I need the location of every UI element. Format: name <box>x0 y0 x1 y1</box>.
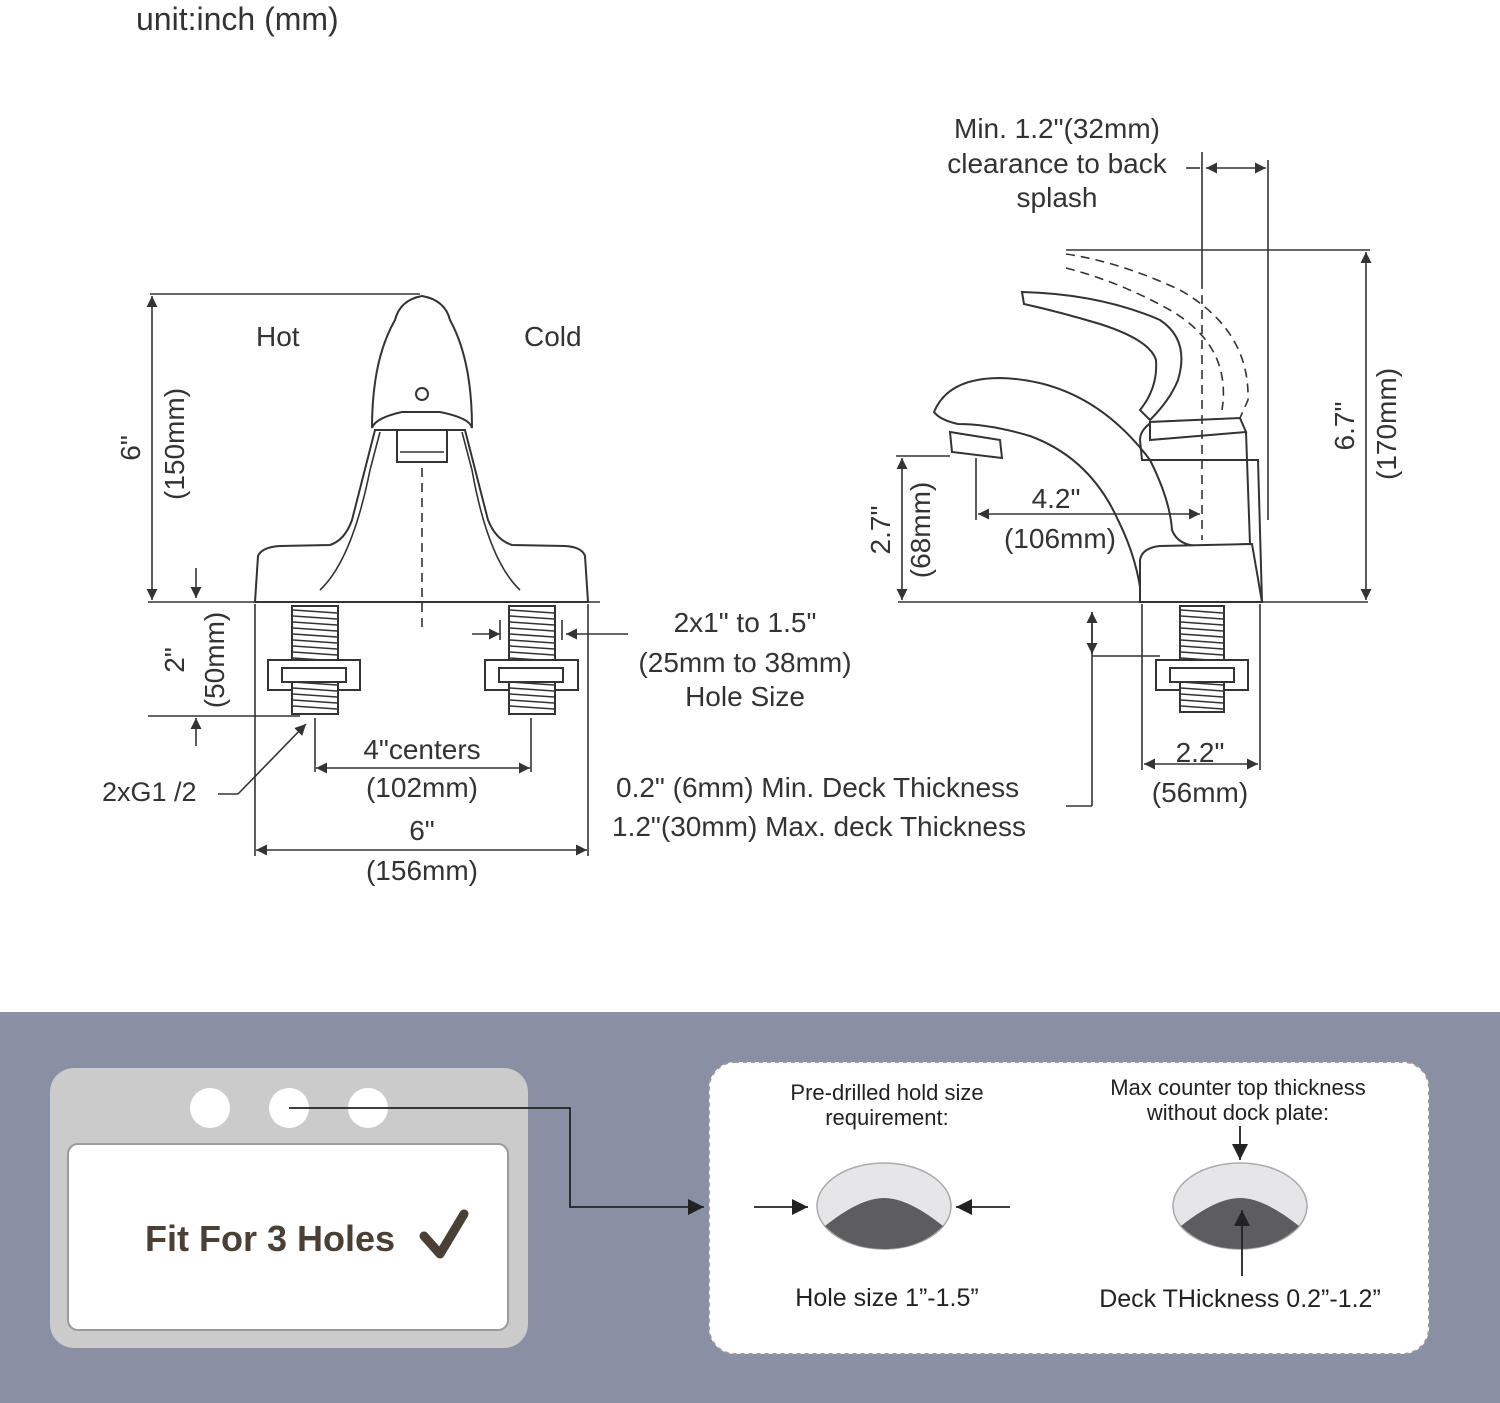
shank-thread <box>292 645 338 650</box>
shank-thread <box>509 615 555 620</box>
shank-thread <box>1180 639 1224 644</box>
cold-label: Cold <box>524 321 582 352</box>
shank-thread <box>509 627 555 632</box>
shank-thread <box>509 633 555 638</box>
front-view: Hot Cold 6" (150mm) 2" (50mm) 2x1" to 1.… <box>102 293 852 886</box>
left-shank <box>267 605 361 715</box>
spout-height-in: 2.7" <box>865 506 896 555</box>
deck-min-label: 0.2" (6mm) Min. Deck Thickness <box>616 772 1019 803</box>
shank-thread <box>1180 645 1224 650</box>
shank-thread <box>509 693 555 698</box>
shank-thread <box>292 699 338 704</box>
base-mm: (56mm) <box>1152 777 1248 808</box>
shank-thread <box>509 639 555 644</box>
shank-thread <box>509 621 555 626</box>
front-height-in: 6" <box>115 435 146 461</box>
base-in: 2.2" <box>1176 737 1225 768</box>
shank-thread <box>292 627 338 632</box>
side-height-mm: (170mm) <box>1371 368 1402 480</box>
shank-thread <box>1180 633 1224 638</box>
shank-thread <box>292 693 338 698</box>
hole-shadow <box>825 1198 943 1249</box>
shank-thread <box>509 645 555 650</box>
shank-thread <box>292 687 338 692</box>
aerator <box>396 429 448 463</box>
shank-thread <box>292 615 338 620</box>
clearance-line2: clearance to back <box>947 148 1167 179</box>
spout-height-mm: (68mm) <box>905 482 936 578</box>
hole-req-title-2: requirement: <box>825 1105 949 1130</box>
shank-thread <box>292 609 338 614</box>
raised-lever-outline <box>1065 253 1249 419</box>
shank-thread <box>292 639 338 644</box>
shank-thread <box>292 705 338 710</box>
shank-thread <box>292 651 338 656</box>
front-height-mm: (150mm) <box>159 388 190 500</box>
shank-len-in: 2" <box>159 647 190 673</box>
connector-leader <box>237 723 307 795</box>
sink-hole-1 <box>190 1088 230 1128</box>
shank-thread <box>509 609 555 614</box>
shank-thread <box>509 651 555 656</box>
sink-basin <box>67 1143 509 1331</box>
front-width-mm: (156mm) <box>366 855 478 886</box>
requirements-panel <box>708 1061 1430 1355</box>
shank-thread <box>1180 609 1224 614</box>
unit-label: unit:inch (mm) <box>136 1 339 37</box>
shank-thread <box>1180 627 1224 632</box>
shank-thread <box>1180 621 1224 626</box>
hole-size-caption: Hole size 1”-1.5” <box>795 1284 978 1312</box>
shank-thread <box>1180 699 1224 704</box>
hole-size-line2: (25mm to 38mm) <box>638 647 851 678</box>
side-view: Min. 1.2"(32mm) clearance to back splash… <box>865 113 1402 808</box>
handle-screw <box>415 387 429 401</box>
shank-thread <box>292 633 338 638</box>
shank-len-mm: (50mm) <box>199 612 230 708</box>
shank-thread <box>1180 693 1224 698</box>
hot-label: Hot <box>256 321 300 352</box>
connector-label: 2xG1 /2 <box>102 777 197 807</box>
requirements-card: Pre-drilled hold size requirement: Hole … <box>708 1061 1430 1355</box>
counter-title-2: without dock plate: <box>1146 1100 1329 1125</box>
shank-thread <box>1180 687 1224 692</box>
check-icon <box>419 1209 469 1259</box>
deck-caption: Deck THickness 0.2”-1.2” <box>1099 1285 1381 1313</box>
callout-connector <box>289 1107 704 1216</box>
side-aerator <box>948 430 1004 460</box>
shank-thread <box>1180 615 1224 620</box>
shank-thread <box>509 705 555 710</box>
clearance-line1: Min. 1.2"(32mm) <box>954 113 1160 144</box>
hole-size-line1: 2x1" to 1.5" <box>674 607 817 638</box>
shank-thread <box>509 687 555 692</box>
front-width-in: 6" <box>409 815 435 846</box>
counter-title-1: Max counter top thickness <box>1110 1075 1366 1100</box>
sink-card: Fit For 3 Holes <box>50 1068 528 1348</box>
faucet-handle <box>371 294 473 429</box>
centers-in: 4"centers <box>363 734 480 765</box>
reach-in: 4.2" <box>1032 483 1081 514</box>
shank-thread <box>292 621 338 626</box>
shank-thread <box>1180 705 1224 710</box>
shank-thread <box>509 699 555 704</box>
hole-size-line3: Hole Size <box>685 681 805 712</box>
hole-req-title-1: Pre-drilled hold size <box>790 1080 983 1105</box>
deck-max-label: 1.2"(30mm) Max. deck Thickness <box>612 811 1026 842</box>
centers-mm: (102mm) <box>366 772 478 803</box>
shank-thread <box>1180 651 1224 656</box>
clearance-line3: splash <box>1017 182 1098 213</box>
side-height-in: 6.7" <box>1329 402 1360 451</box>
body-curve-left <box>319 431 381 591</box>
right-shank <box>484 605 579 715</box>
side-lever <box>1020 290 1183 422</box>
body-curve-right <box>461 431 521 591</box>
fit-text: Fit For 3 Holes <box>145 1218 395 1259</box>
reach-mm: (106mm) <box>1004 523 1116 554</box>
